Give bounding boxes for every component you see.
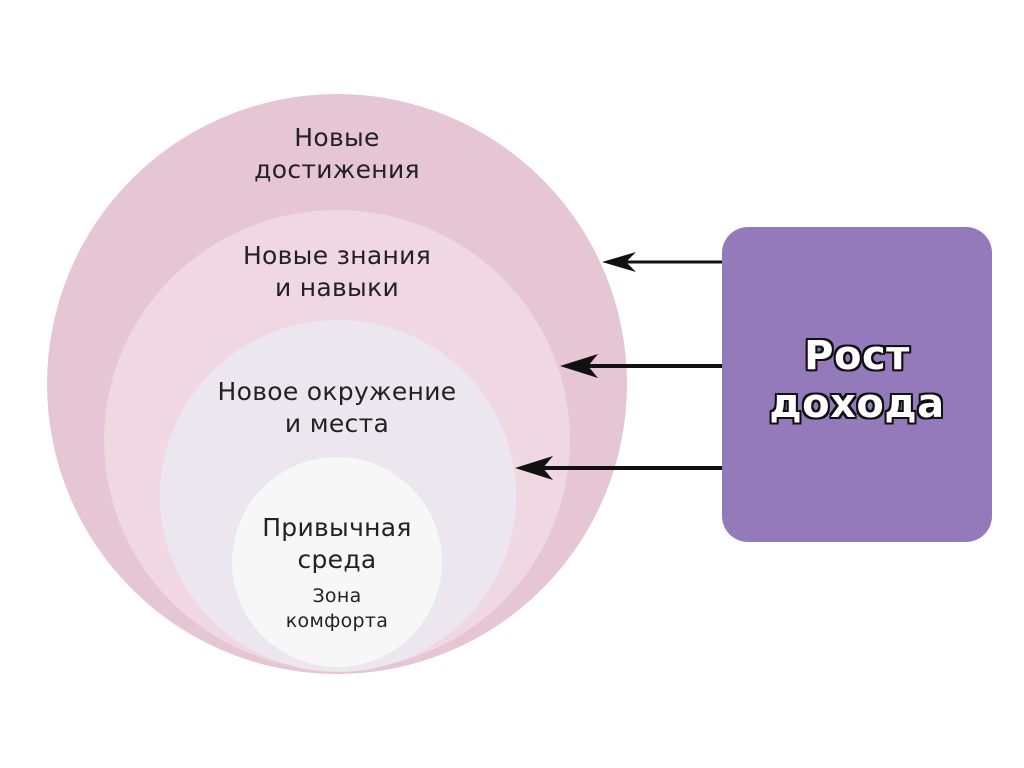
- income-growth-line: Рост: [804, 333, 910, 379]
- ring-label-knowledge: Новые знания и навыки: [187, 240, 487, 304]
- ring-label-environment: Новое окружение и места: [187, 376, 487, 440]
- comfort-zone-line: комфорта: [285, 610, 389, 632]
- income-growth-title: Рост дохода: [722, 332, 992, 428]
- ring-label-line: и навыки: [274, 273, 400, 302]
- ring-comfort-zone: [232, 457, 442, 667]
- ring-label-achievements: Новые достижения: [187, 122, 487, 186]
- ring-label-habitual: Привычная среда: [217, 512, 457, 576]
- income-growth-line: дохода: [769, 381, 945, 427]
- ring-label-line: Новые знания: [242, 241, 432, 270]
- ring-label-line: достижения: [254, 155, 420, 184]
- income-growth-box: [722, 227, 992, 542]
- ring-label-line: Новые: [294, 123, 380, 152]
- ring-label-line: среда: [297, 545, 377, 574]
- ring-label-line: Привычная: [262, 513, 412, 542]
- comfort-zone-note: Зона комфорта: [237, 584, 437, 634]
- comfort-zone-line: Зона: [312, 585, 362, 607]
- ring-label-line: Новое окружение: [217, 377, 457, 406]
- ring-label-line: и места: [284, 409, 390, 438]
